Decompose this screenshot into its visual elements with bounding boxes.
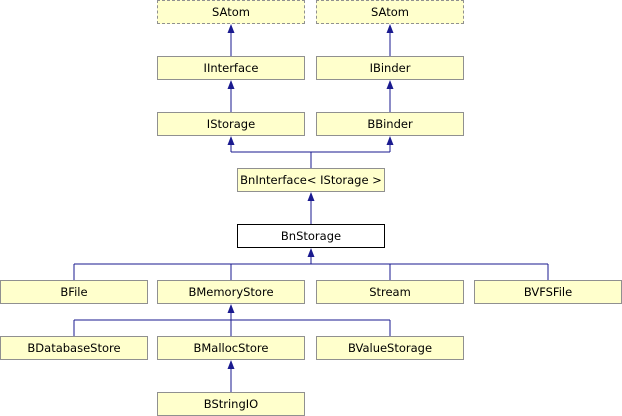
arrowhead-bnstorage: [307, 248, 315, 257]
node-bfile[interactable]: BFile: [0, 280, 148, 304]
node-bvfsfile[interactable]: BVFSFile: [474, 280, 622, 304]
node-label: BVFSFile: [523, 285, 573, 299]
node-label: BnInterface< IStorage >: [240, 173, 382, 187]
node-label: BStringIO: [203, 397, 259, 411]
node-bbinder[interactable]: BBinder: [316, 112, 464, 136]
arrowhead-bbinder: [386, 136, 394, 145]
node-bnstorage[interactable]: BnStorage: [237, 224, 385, 248]
node-ibinder[interactable]: IBinder: [316, 56, 464, 80]
node-bmemorystore[interactable]: BMemoryStore: [157, 280, 305, 304]
arrowhead-iinterface: [227, 80, 235, 89]
arrowhead-satom_left: [227, 24, 235, 33]
arrowhead-istorage: [227, 136, 235, 145]
node-label: BMallocStore: [193, 341, 269, 355]
node-label: IInterface: [203, 61, 259, 75]
node-bvaluestorage[interactable]: BValueStorage: [316, 336, 464, 360]
node-bstringio[interactable]: BStringIO: [157, 392, 305, 416]
arrowhead-satom_right: [386, 24, 394, 33]
node-label: BBinder: [367, 117, 413, 131]
node-bninterface-istorage[interactable]: BnInterface< IStorage >: [237, 168, 385, 192]
node-label: SAtom: [212, 5, 250, 19]
node-label: IBinder: [369, 61, 411, 75]
arrowhead-bmemorystore: [227, 304, 235, 313]
arrowhead-bninterface: [307, 192, 315, 201]
node-satom-right[interactable]: SAtom: [316, 0, 464, 24]
node-label: BValueStorage: [347, 341, 433, 355]
node-bmallocstore[interactable]: BMallocStore: [157, 336, 305, 360]
arrowhead-ibinder: [386, 80, 394, 89]
node-satom-left[interactable]: SAtom: [157, 0, 305, 24]
node-label: BMemoryStore: [188, 285, 274, 299]
node-label: SAtom: [371, 5, 409, 19]
node-label: IStorage: [206, 117, 256, 131]
arrowhead-bmallocstore: [227, 360, 235, 369]
node-istorage[interactable]: IStorage: [157, 112, 305, 136]
node-label: Stream: [369, 285, 411, 299]
node-iinterface[interactable]: IInterface: [157, 56, 305, 80]
node-label: BFile: [60, 285, 88, 299]
node-label: BDatabaseStore: [27, 341, 121, 355]
node-label: BnStorage: [280, 229, 342, 243]
node-stream[interactable]: Stream: [316, 280, 464, 304]
node-bdatabasestore[interactable]: BDatabaseStore: [0, 336, 148, 360]
